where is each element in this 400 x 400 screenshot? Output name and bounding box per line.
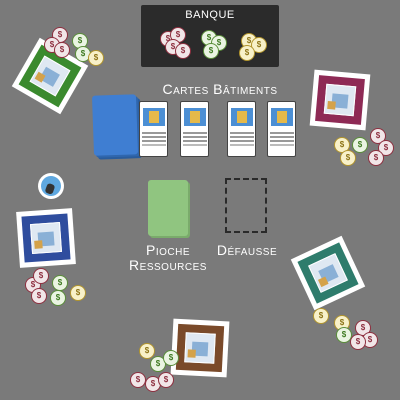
coin-red[interactable]: $ xyxy=(175,43,191,59)
house-icon xyxy=(29,55,71,97)
discard-slot[interactable] xyxy=(225,178,267,233)
coin-gold[interactable]: $ xyxy=(340,150,356,166)
house-icon xyxy=(323,83,357,117)
coin-green[interactable]: $ xyxy=(163,350,179,366)
coin-green[interactable]: $ xyxy=(52,275,68,291)
coin-gold[interactable]: $ xyxy=(88,50,104,66)
building-image xyxy=(231,108,253,126)
card-text-lines xyxy=(183,132,207,134)
coin-gold[interactable]: $ xyxy=(70,285,86,301)
player-board-color xyxy=(21,213,71,263)
card-text-lines xyxy=(270,132,294,134)
coin-red[interactable]: $ xyxy=(368,150,384,166)
building-image xyxy=(143,108,165,126)
player-board-brown[interactable] xyxy=(170,318,230,378)
player-board-color xyxy=(175,323,225,373)
coin-red[interactable]: $ xyxy=(33,268,49,284)
coin-red[interactable]: $ xyxy=(158,372,174,388)
coin-gold[interactable]: $ xyxy=(139,343,155,359)
coin-red[interactable]: $ xyxy=(350,334,366,350)
house-icon xyxy=(184,332,216,364)
bank-panel[interactable]: BANQUE $ $ $ $ $ $ $ $ $ $ xyxy=(141,5,279,67)
house-icon xyxy=(29,221,63,255)
player-board-color xyxy=(297,242,359,304)
building-cards-title: Cartes Bâtiments xyxy=(162,81,278,97)
worker-token[interactable] xyxy=(34,169,68,203)
coin-gold[interactable]: $ xyxy=(251,37,267,53)
house-icon xyxy=(308,253,348,293)
building-image xyxy=(271,108,293,126)
player-board-teal[interactable] xyxy=(290,235,366,311)
building-card[interactable] xyxy=(139,101,168,157)
coin-red[interactable]: $ xyxy=(130,372,146,388)
coin-green[interactable]: $ xyxy=(336,327,352,343)
coin-green[interactable]: $ xyxy=(50,290,66,306)
player-board-blue[interactable] xyxy=(16,208,76,268)
worker-icon xyxy=(38,173,64,199)
card-text-lines xyxy=(230,132,254,134)
coin-red[interactable]: $ xyxy=(31,288,47,304)
discard-label: Défausse xyxy=(216,242,278,258)
building-card[interactable] xyxy=(227,101,256,157)
building-card[interactable] xyxy=(267,101,296,157)
card-text-lines xyxy=(142,132,166,134)
player-board-color xyxy=(315,75,365,125)
building-card[interactable] xyxy=(180,101,209,157)
coin-red[interactable]: $ xyxy=(54,42,70,58)
player-board-color xyxy=(18,44,82,108)
building-deck[interactable] xyxy=(91,94,139,156)
coin-green[interactable]: $ xyxy=(352,137,368,153)
coin-gold[interactable]: $ xyxy=(313,308,329,324)
resource-deck[interactable] xyxy=(148,180,188,236)
building-image xyxy=(184,108,206,126)
player-board-purple[interactable] xyxy=(309,69,371,131)
bank-title: BANQUE xyxy=(185,9,235,21)
coin-green[interactable]: $ xyxy=(203,43,219,59)
resource-deck-label: Pioche Ressources xyxy=(129,242,207,273)
coin-gold[interactable]: $ xyxy=(239,45,255,61)
